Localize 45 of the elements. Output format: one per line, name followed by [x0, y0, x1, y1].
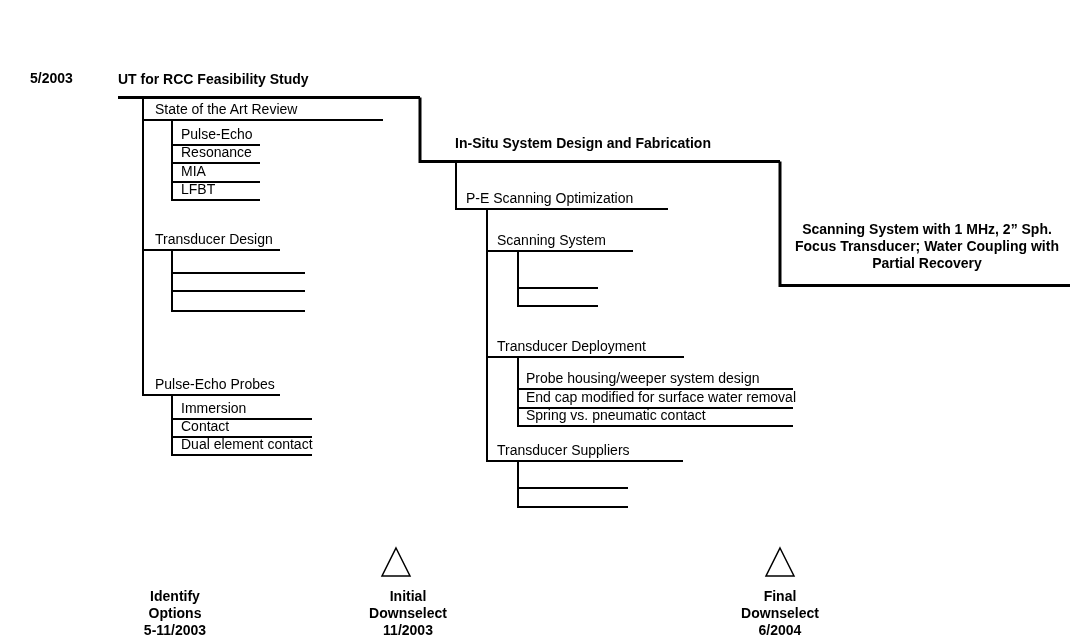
connector-line	[418, 97, 422, 163]
phase-heading: In-Situ System Design and Fabrication	[454, 135, 712, 152]
item-text: Transducer Suppliers	[497, 442, 630, 459]
item-text: Pulse-Echo	[181, 126, 253, 143]
connector-line	[171, 249, 173, 313]
start-date: 5/2003	[30, 70, 74, 87]
connector-line	[171, 119, 173, 202]
item-underline	[172, 126, 260, 146]
connector-line	[517, 356, 519, 428]
milestone-label: Identify Options 5-11/2003	[142, 588, 208, 639]
item-underline	[172, 438, 312, 456]
item-text: Dual element contact	[181, 436, 313, 453]
item-text: End cap modified for surface water removal	[526, 389, 796, 406]
item-underline	[172, 146, 260, 164]
item-text: Contact	[181, 418, 230, 435]
phase-heading: Scanning System with 1 MHz, 2” Sph. Focus Transducer; Water Coupling with Partial Recovery	[794, 221, 1060, 272]
item-text: Resonance	[181, 144, 252, 161]
connector-line	[517, 250, 519, 308]
item-text: Probe housing/weeper system design	[526, 370, 760, 387]
item-text: MIA	[181, 163, 206, 180]
item-text: Immersion	[181, 400, 247, 417]
item-text: Pulse-Echo Probes	[155, 376, 275, 393]
item-underline	[172, 400, 312, 420]
item-text: Transducer Deployment	[497, 338, 646, 355]
item-underline	[172, 420, 312, 438]
item-text: LFBT	[181, 181, 216, 198]
connector-line	[455, 160, 457, 211]
item-underline	[518, 409, 793, 427]
item-text: Scanning System	[497, 232, 606, 249]
item-text: Transducer Design	[155, 231, 273, 248]
item-underline	[172, 164, 260, 183]
item-text: Spring vs. pneumatic contact	[526, 407, 706, 424]
milestone-label: Initial Downselect 11/2003	[368, 588, 448, 639]
connector-line	[517, 460, 519, 509]
connector-line	[486, 208, 488, 463]
item-underline	[172, 183, 260, 201]
connector-line	[171, 394, 173, 457]
item-text: P-E Scanning Optimization	[466, 190, 634, 207]
item-underline	[518, 370, 793, 390]
item-underline	[487, 232, 633, 252]
connector-line	[142, 96, 144, 397]
connector-line	[778, 161, 782, 287]
phase-heading: UT for RCC Feasibility Study	[118, 71, 310, 88]
milestone-label: Final Downselect 6/2004	[740, 588, 820, 639]
item-text: State of the Art Review	[155, 101, 298, 118]
